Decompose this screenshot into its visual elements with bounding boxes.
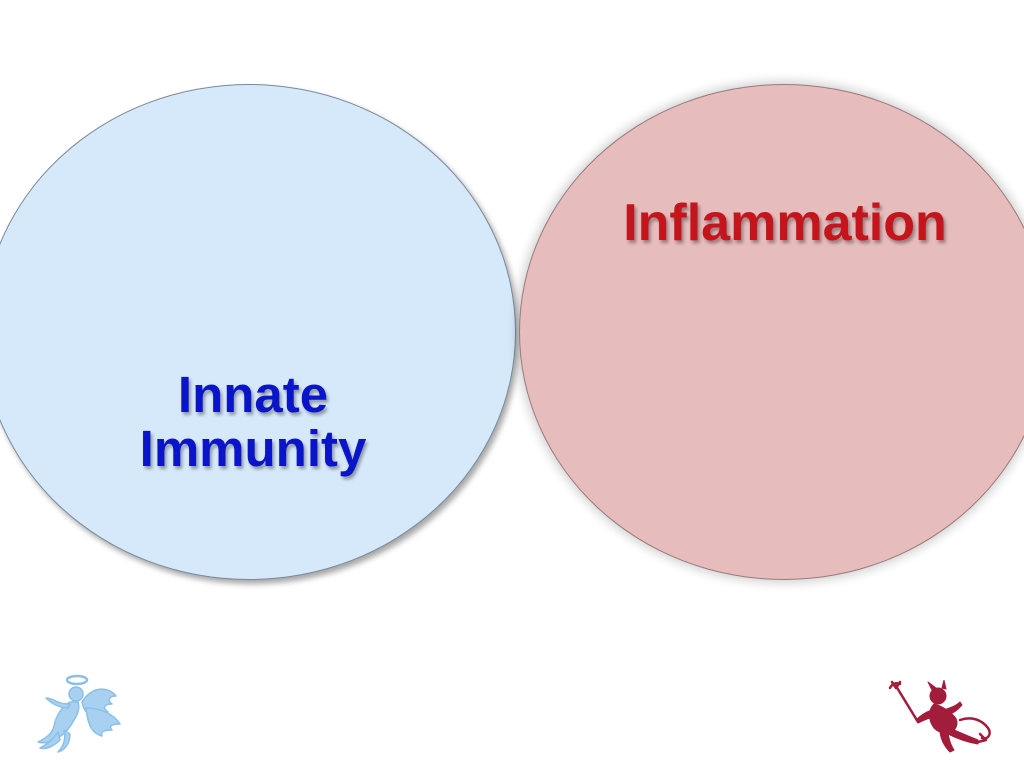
innate-immunity-label-line1: Innate: [177, 366, 329, 423]
angel-icon: [20, 672, 126, 754]
innate-immunity-label: Innate Immunity: [103, 368, 403, 475]
devil-icon: [888, 679, 1002, 754]
innate-immunity-circle: [0, 84, 516, 580]
inflammation-circle: [519, 84, 1024, 580]
innate-immunity-label-line2: Immunity: [139, 419, 367, 477]
inflammation-label: Inflammation: [623, 194, 947, 252]
